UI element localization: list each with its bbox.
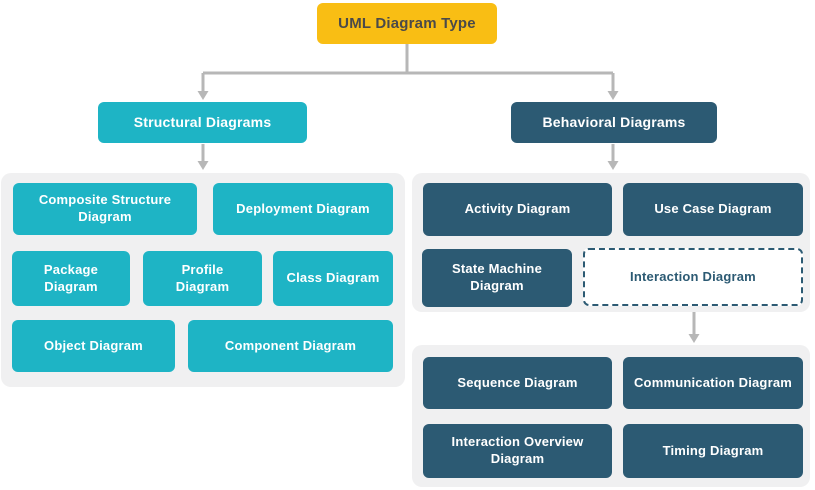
node-object-diagram: Object Diagram xyxy=(12,320,175,372)
node-component-diagram: Component Diagram xyxy=(188,320,393,372)
node-activity-diagram: Activity Diagram xyxy=(423,183,612,236)
node-sequence-diagram: Sequence Diagram xyxy=(423,357,612,409)
arrowhead-interaction-group xyxy=(688,334,700,343)
node-state-machine-diagram: State Machine Diagram xyxy=(422,249,572,307)
arrowhead-behavioral xyxy=(607,91,619,100)
node-deployment-diagram: Deployment Diagram xyxy=(213,183,393,235)
arrowhead-behavioral-group xyxy=(607,161,619,170)
node-composite-structure-diagram: Composite Structure Diagram xyxy=(13,183,197,235)
node-profile-diagram: Profile Diagram xyxy=(143,251,262,306)
node-class-diagram: Class Diagram xyxy=(273,251,393,306)
node-interaction-diagram: Interaction Diagram xyxy=(583,248,803,306)
node-interaction-overview-diagram: Interaction Overview Diagram xyxy=(423,424,612,478)
arrowhead-structural-group xyxy=(197,161,209,170)
arrowhead-structural xyxy=(197,91,209,100)
node-communication-diagram: Communication Diagram xyxy=(623,357,803,409)
node-timing-diagram: Timing Diagram xyxy=(623,424,803,478)
node-structural-diagrams: Structural Diagrams xyxy=(98,102,307,143)
node-package-diagram: Package Diagram xyxy=(12,251,130,306)
node-use-case-diagram: Use Case Diagram xyxy=(623,183,803,236)
node-behavioral-diagrams: Behavioral Diagrams xyxy=(511,102,717,143)
node-uml-diagram-type: UML Diagram Type xyxy=(317,3,497,44)
